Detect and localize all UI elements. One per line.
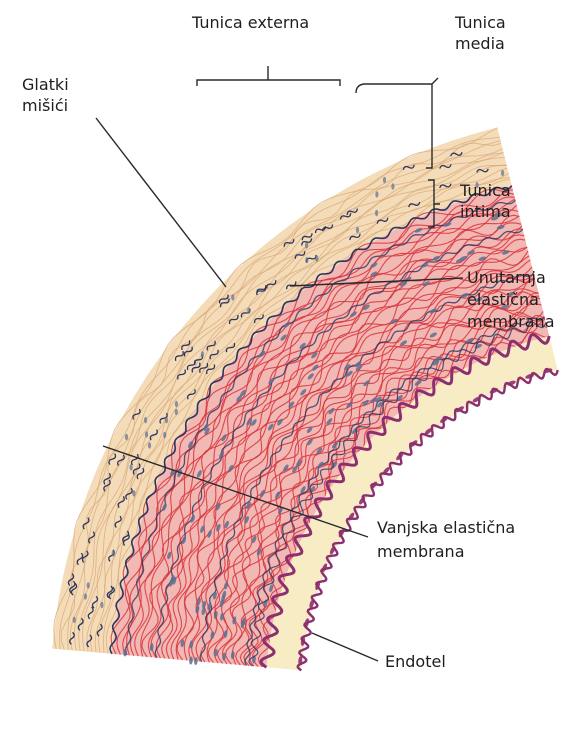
label-endotel: Endotel — [385, 651, 446, 672]
bracket-tunica-externa — [197, 66, 340, 86]
label-tunica-externa: Tunica externa — [192, 12, 309, 33]
label-unutarnja-elasticna-membrana: Unutarnja elastična membrana — [467, 267, 555, 333]
leader-endotel — [312, 633, 378, 661]
label-tunica-intima: Tunica intima — [460, 180, 511, 222]
label-tunica-media: Tunica media — [455, 12, 506, 54]
label-glatki-misici: Glatki mišići — [22, 74, 69, 116]
leader-glatki-misici — [96, 118, 226, 287]
label-vanjska-elasticna-membrana: Vanjska elastična membrana — [377, 516, 515, 564]
